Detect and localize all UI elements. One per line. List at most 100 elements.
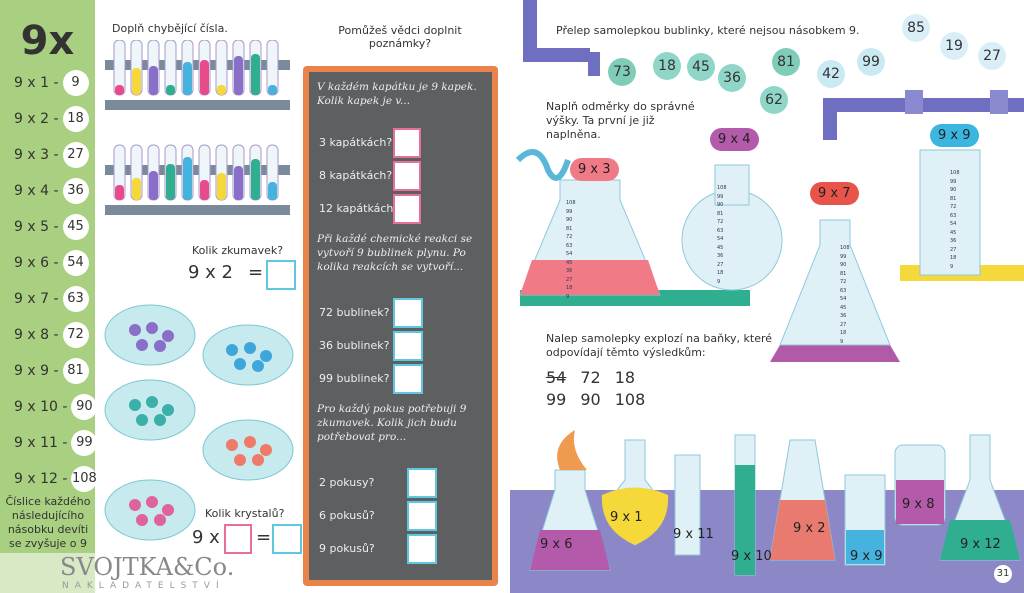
board-heading: Pomůžeš vědci doplnit poznámky? — [338, 24, 462, 50]
chalkboard: V každém kapátku je 9 kapek. Kolik kapek… — [303, 66, 498, 586]
board-answer-box[interactable] — [393, 194, 421, 224]
petri-dish — [104, 304, 294, 541]
cylinder-label[interactable]: 9 x 4 — [710, 128, 759, 151]
scale-mark: 9 — [566, 293, 570, 300]
scale-mark: 18 — [950, 255, 957, 261]
number-bubble[interactable]: 36 — [718, 64, 746, 92]
times-question: 9 x 7 - — [14, 291, 59, 307]
scale-mark: 27 — [566, 276, 573, 283]
scale-mark: 27 — [950, 246, 957, 253]
number-bubble[interactable]: 73 — [608, 58, 636, 86]
tubes-equation: 9 x 2 — [188, 262, 233, 283]
times-row: 9 x 7 -63 — [14, 286, 89, 312]
number-bubble[interactable]: 19 — [940, 32, 968, 60]
times-row: 9 x 5 -45 — [14, 214, 89, 240]
section-tubes: Pro každý pokus potřebuji 9 zkumavek. Ko… — [317, 403, 467, 443]
times-question: 9 x 9 - — [14, 363, 59, 379]
board-answer-box[interactable] — [407, 534, 437, 564]
number-bubble[interactable]: 81 — [772, 48, 800, 76]
number-bubble[interactable]: 27 — [978, 42, 1006, 70]
scale-mark: 18 — [717, 270, 724, 276]
times-row: 9 x 1 -9 — [14, 70, 89, 96]
scale-mark: 81 — [950, 195, 957, 202]
cylinder-label[interactable]: 9 x 9 — [930, 124, 979, 147]
number-bubble[interactable]: 18 — [653, 52, 681, 80]
cylinders-instruction: Naplň odměrky do správné výšky. Ta první… — [546, 100, 695, 141]
times-row: 9 x 10 -90 — [14, 394, 98, 420]
times-row: 9 x 8 -72 — [14, 322, 89, 348]
flask-label[interactable]: 9 x 9 — [850, 549, 883, 564]
scale-mark: 9 — [717, 278, 721, 285]
flask-label[interactable]: 9 x 2 — [793, 521, 826, 536]
times-question: 9 x 4 - — [14, 183, 59, 199]
scale-mark: 108 — [950, 170, 960, 176]
scale-mark: 90 — [717, 202, 724, 208]
petri-dishes — [104, 304, 294, 541]
scale-mark: 72 — [566, 234, 573, 240]
board-answer-box[interactable] — [393, 331, 423, 361]
number-bubble[interactable]: 45 — [687, 53, 715, 81]
board-answer-box[interactable] — [393, 128, 421, 158]
scale-mark: 54 — [717, 236, 724, 242]
flask-label[interactable]: 9 x 8 — [902, 497, 935, 512]
number-bubble[interactable]: 62 — [760, 86, 788, 114]
result: 99 — [546, 390, 567, 409]
results-row-1: 54 72 18 — [546, 368, 635, 387]
answer-box[interactable] — [266, 260, 296, 290]
scale-mark: 81 — [566, 225, 573, 232]
number-bubble[interactable]: 85 — [902, 14, 930, 42]
crystals-question: Kolik krystalů? — [205, 507, 285, 520]
crystals-answer-box[interactable] — [272, 524, 302, 554]
flask-label[interactable]: 9 x 10 — [731, 549, 772, 564]
times-row: 9 x 6 -54 — [14, 250, 89, 276]
flask-label[interactable]: 9 x 11 — [673, 527, 714, 542]
flask-label[interactable]: 9 x 12 — [960, 537, 1001, 552]
times-row: 9 x 11 -99 — [14, 430, 98, 456]
page-number: 31 — [994, 565, 1012, 583]
board-question: 12 kapátkách? — [319, 202, 400, 215]
page-title: 9x — [20, 18, 75, 64]
scale-mark: 99 — [840, 253, 847, 260]
scale-mark: 72 — [950, 204, 957, 210]
scale-mark: 72 — [840, 279, 847, 285]
times-question: 9 x 2 - — [14, 111, 59, 127]
times-question: 9 x 1 - — [14, 75, 59, 91]
board-answer-box[interactable] — [407, 501, 437, 531]
flask-label[interactable]: 9 x 1 — [610, 510, 643, 525]
scale-mark: 99 — [717, 193, 724, 200]
tubes-question: Kolik zkumavek? — [192, 244, 284, 257]
board-question: 72 bublinek? — [319, 306, 390, 319]
board-question: 8 kapátkách? — [319, 169, 393, 182]
times-row: 9 x 12 -108 — [14, 466, 98, 492]
scale-mark: 63 — [840, 287, 847, 294]
board-answer-box[interactable] — [393, 161, 421, 191]
flask-label[interactable]: 9 x 6 — [540, 537, 573, 552]
scale-mark: 81 — [840, 270, 847, 277]
times-row: 9 x 4 -36 — [14, 178, 89, 204]
board-answer-box[interactable] — [393, 364, 423, 394]
board-answer-box[interactable] — [393, 298, 423, 328]
scale-mark: 99 — [566, 208, 573, 215]
cylinder-label[interactable]: 9 x 3 — [570, 158, 619, 181]
scale-mark: 108 — [840, 245, 850, 251]
times-question: 9 x 10 - — [14, 399, 68, 415]
times-answer: 90 — [71, 394, 98, 420]
times-answer: 72 — [62, 322, 89, 348]
scale-mark: 45 — [717, 244, 724, 251]
board-answer-box[interactable] — [407, 468, 437, 498]
crystals-factor-box[interactable] — [224, 524, 252, 554]
number-bubble[interactable]: 42 — [817, 60, 845, 88]
scale-mark: 63 — [566, 242, 573, 249]
number-bubble[interactable]: 99 — [857, 48, 885, 76]
times-answer: 63 — [62, 286, 89, 312]
scale-mark: 99 — [950, 178, 957, 185]
note-text: Číslice každého následujícího násobku de… — [5, 495, 91, 550]
scale-mark: 54 — [566, 251, 573, 257]
times-question: 9 x 3 - — [14, 147, 59, 163]
times-question: 9 x 5 - — [14, 219, 59, 235]
cylinder-label[interactable]: 9 x 7 — [810, 182, 859, 205]
scale-mark: 36 — [840, 313, 847, 319]
board-question: 36 bublinek? — [319, 339, 390, 352]
result: 18 — [614, 368, 636, 387]
times-question: 9 x 6 - — [14, 255, 59, 271]
